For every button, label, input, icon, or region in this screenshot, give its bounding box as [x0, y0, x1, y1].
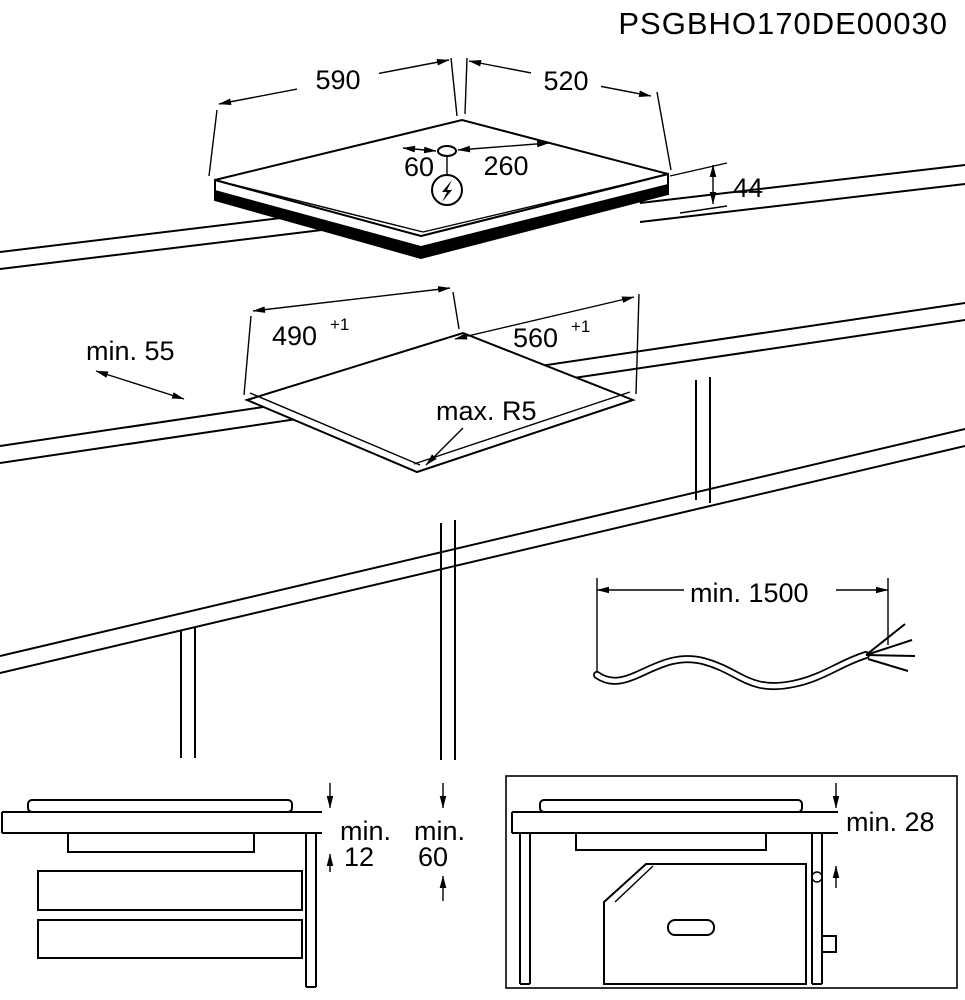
hob-depth-dimension: 520 — [464, 57, 672, 171]
drawer-gap-value: 12 — [344, 842, 374, 872]
hob-side-band — [421, 184, 668, 258]
corner-radius-note: max. R5 — [425, 396, 537, 466]
hob-isometric-view — [214, 118, 669, 260]
product-code: PSGBHO170DE00030 — [618, 6, 948, 41]
hob-width-label: 590 — [315, 65, 360, 95]
hob-front-band — [215, 190, 421, 258]
drawer-gap-word: min. — [340, 816, 391, 846]
hob-body — [575, 832, 767, 851]
cutout-depth-label: 490 — [272, 321, 317, 351]
hob-worktop-lines — [0, 164, 965, 270]
cable-hole-dimensions: 60 260 — [402, 140, 550, 182]
cutout-width-label: 560 — [513, 323, 558, 353]
drawer-upper — [37, 870, 303, 911]
cable-hole-offset-b-label: 260 — [483, 151, 528, 181]
edge-clearance-label: min. 55 — [86, 336, 175, 366]
panel-bracket — [821, 935, 837, 953]
hob-depth-label: 520 — [543, 66, 588, 96]
drawer-installation-view: min. 12 min. 60 — [1, 783, 465, 988]
drawer-lower — [37, 919, 303, 959]
hob-width-dimension: 590 — [208, 57, 458, 177]
cable-length-label: min. 1500 — [690, 578, 809, 608]
hob-body — [67, 832, 255, 853]
panel-fixing — [811, 871, 823, 883]
hob-height-label: 44 — [733, 173, 763, 203]
cutout-width-tolerance: +1 — [571, 317, 590, 336]
hob-profile — [539, 799, 803, 813]
oven-installation-view: min. 28 — [505, 775, 958, 989]
hob-height-dimension: 44 — [669, 162, 763, 214]
cutout-width-dimension: 560 +1 — [454, 293, 640, 395]
edge-clearance-dimension: min. 55 — [86, 336, 185, 400]
vent-gap-word: min. — [414, 816, 465, 846]
vent-gap-value: 60 — [418, 842, 448, 872]
mains-cable-view: min. 1500 — [593, 572, 916, 691]
hob-profile — [27, 799, 293, 813]
cutout-depth-dimension: 490 +1 — [243, 286, 460, 396]
corner-radius-label: max. R5 — [436, 396, 537, 426]
cable-hole-offset-a-label: 60 — [404, 152, 434, 182]
oven-handle — [667, 919, 715, 936]
lightning-bolt-icon — [442, 180, 452, 202]
cable-wire-end — [865, 623, 906, 656]
cutout-depth-tolerance: +1 — [330, 315, 349, 334]
worktop-cutout-hole — [244, 331, 636, 474]
cable-entry-hole — [437, 145, 457, 157]
worktop-cutout-view — [0, 302, 965, 760]
oven-gap-label: min. 28 — [846, 807, 935, 837]
panel-border — [505, 775, 958, 989]
